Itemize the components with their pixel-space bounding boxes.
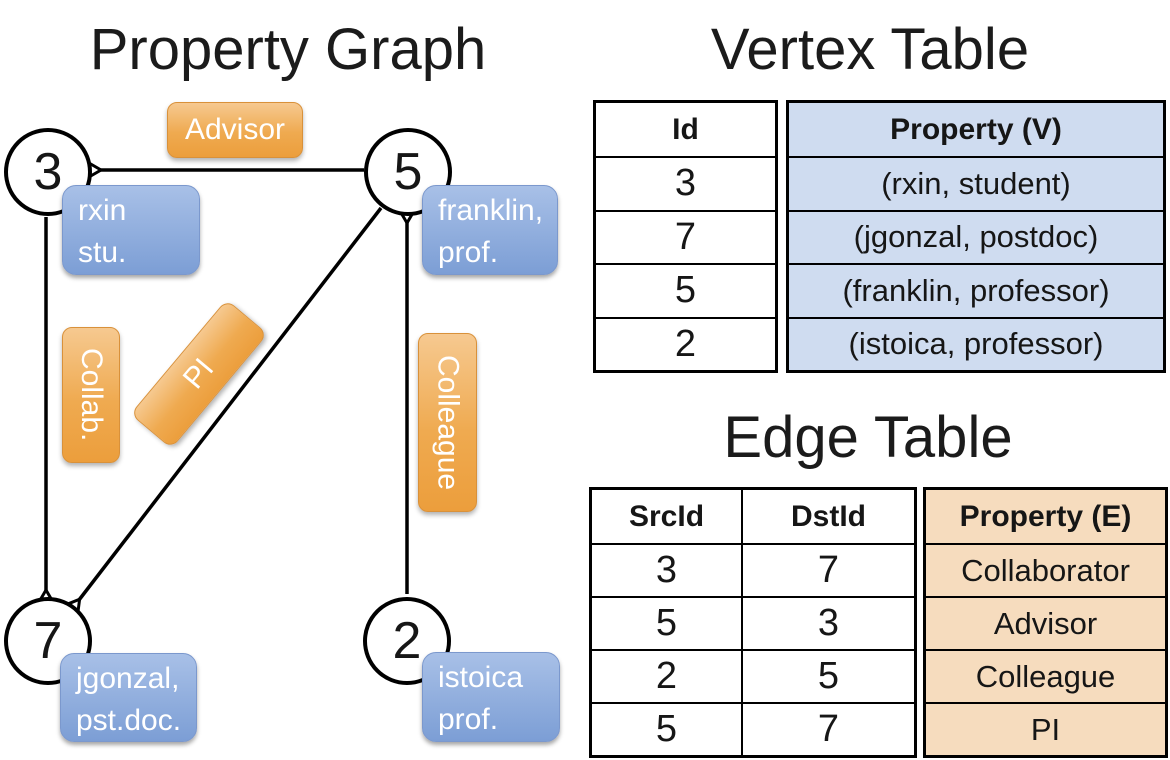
edge-table-property-header: Property (E) [959, 499, 1132, 533]
table-cell: 5 [596, 263, 775, 317]
table-cell: (jgonzal, postdoc) [789, 209, 1163, 264]
table-cell: 7 [741, 545, 914, 596]
edge-table-title: Edge Table [723, 405, 1013, 470]
edge-table-property-column: Property (E) Collaborator Advisor Collea… [923, 487, 1168, 758]
table-cell: 7 [741, 704, 914, 755]
vertex-table-property-header: Property (V) [890, 112, 1062, 146]
edge-table-dstid-header: DstId [741, 490, 914, 543]
table-cell: 5 [741, 651, 914, 702]
edge-label-colleague: Colleague [418, 333, 477, 512]
table-cell: PI [926, 702, 1165, 755]
table-cell: 7 [596, 209, 775, 264]
edge-table-ids-columns: SrcId DstId 3 7 5 3 2 5 5 7 [589, 487, 917, 758]
vertex-table-id-column: Id 3 7 5 2 [593, 100, 778, 373]
table-cell: (franklin, professor) [789, 263, 1163, 317]
vertex-label-franklin: franklin, prof. [422, 185, 558, 275]
table-cell: (rxin, student) [789, 156, 1163, 210]
table-cell: (istoica, professor) [789, 316, 1163, 371]
edge-5-to-7-pi [65, 206, 383, 615]
vertex-label-line: prof. [438, 236, 499, 269]
vertex-label-line: jgonzal, [76, 662, 180, 695]
vertex-table-title: Vertex Table [710, 17, 1030, 82]
vertex-label-line: franklin, [438, 194, 544, 227]
table-cell: 5 [655, 708, 678, 750]
edge-table-srcid-header: SrcId [628, 499, 705, 533]
table-cell: Collaborator [926, 543, 1165, 596]
vertex-label-line: prof. [438, 703, 499, 736]
vertex-table-id-header: Id [672, 112, 699, 146]
property-graph-title: Property Graph [89, 17, 487, 82]
table-cell: Colleague [926, 649, 1165, 702]
table-cell: 2 [596, 316, 775, 371]
table-cell: Advisor [926, 596, 1165, 649]
table-cell: 3 [596, 156, 775, 210]
vertex-label-line: rxin [78, 194, 127, 227]
vertex-label-line: istoica [438, 661, 524, 694]
vertex-table-property-column: Property (V) (rxin, student) (jgonzal, p… [786, 100, 1166, 373]
edge-label-collab: Collab. [62, 327, 120, 463]
table-cell: 3 [655, 549, 678, 591]
table-cell: 5 [655, 602, 678, 644]
vertex-label-line: pst.doc. [76, 704, 182, 737]
vertex-label-istoica: istoica prof. [422, 652, 560, 742]
vertex-label-rxin: rxin stu. [62, 185, 200, 275]
table-cell: 3 [741, 598, 914, 649]
vertex-label-jgonzal: jgonzal, pst.doc. [60, 653, 197, 742]
table-cell: 2 [655, 655, 678, 697]
vertex-label-line: stu. [78, 236, 127, 269]
edge-label-advisor: Advisor [167, 102, 303, 158]
